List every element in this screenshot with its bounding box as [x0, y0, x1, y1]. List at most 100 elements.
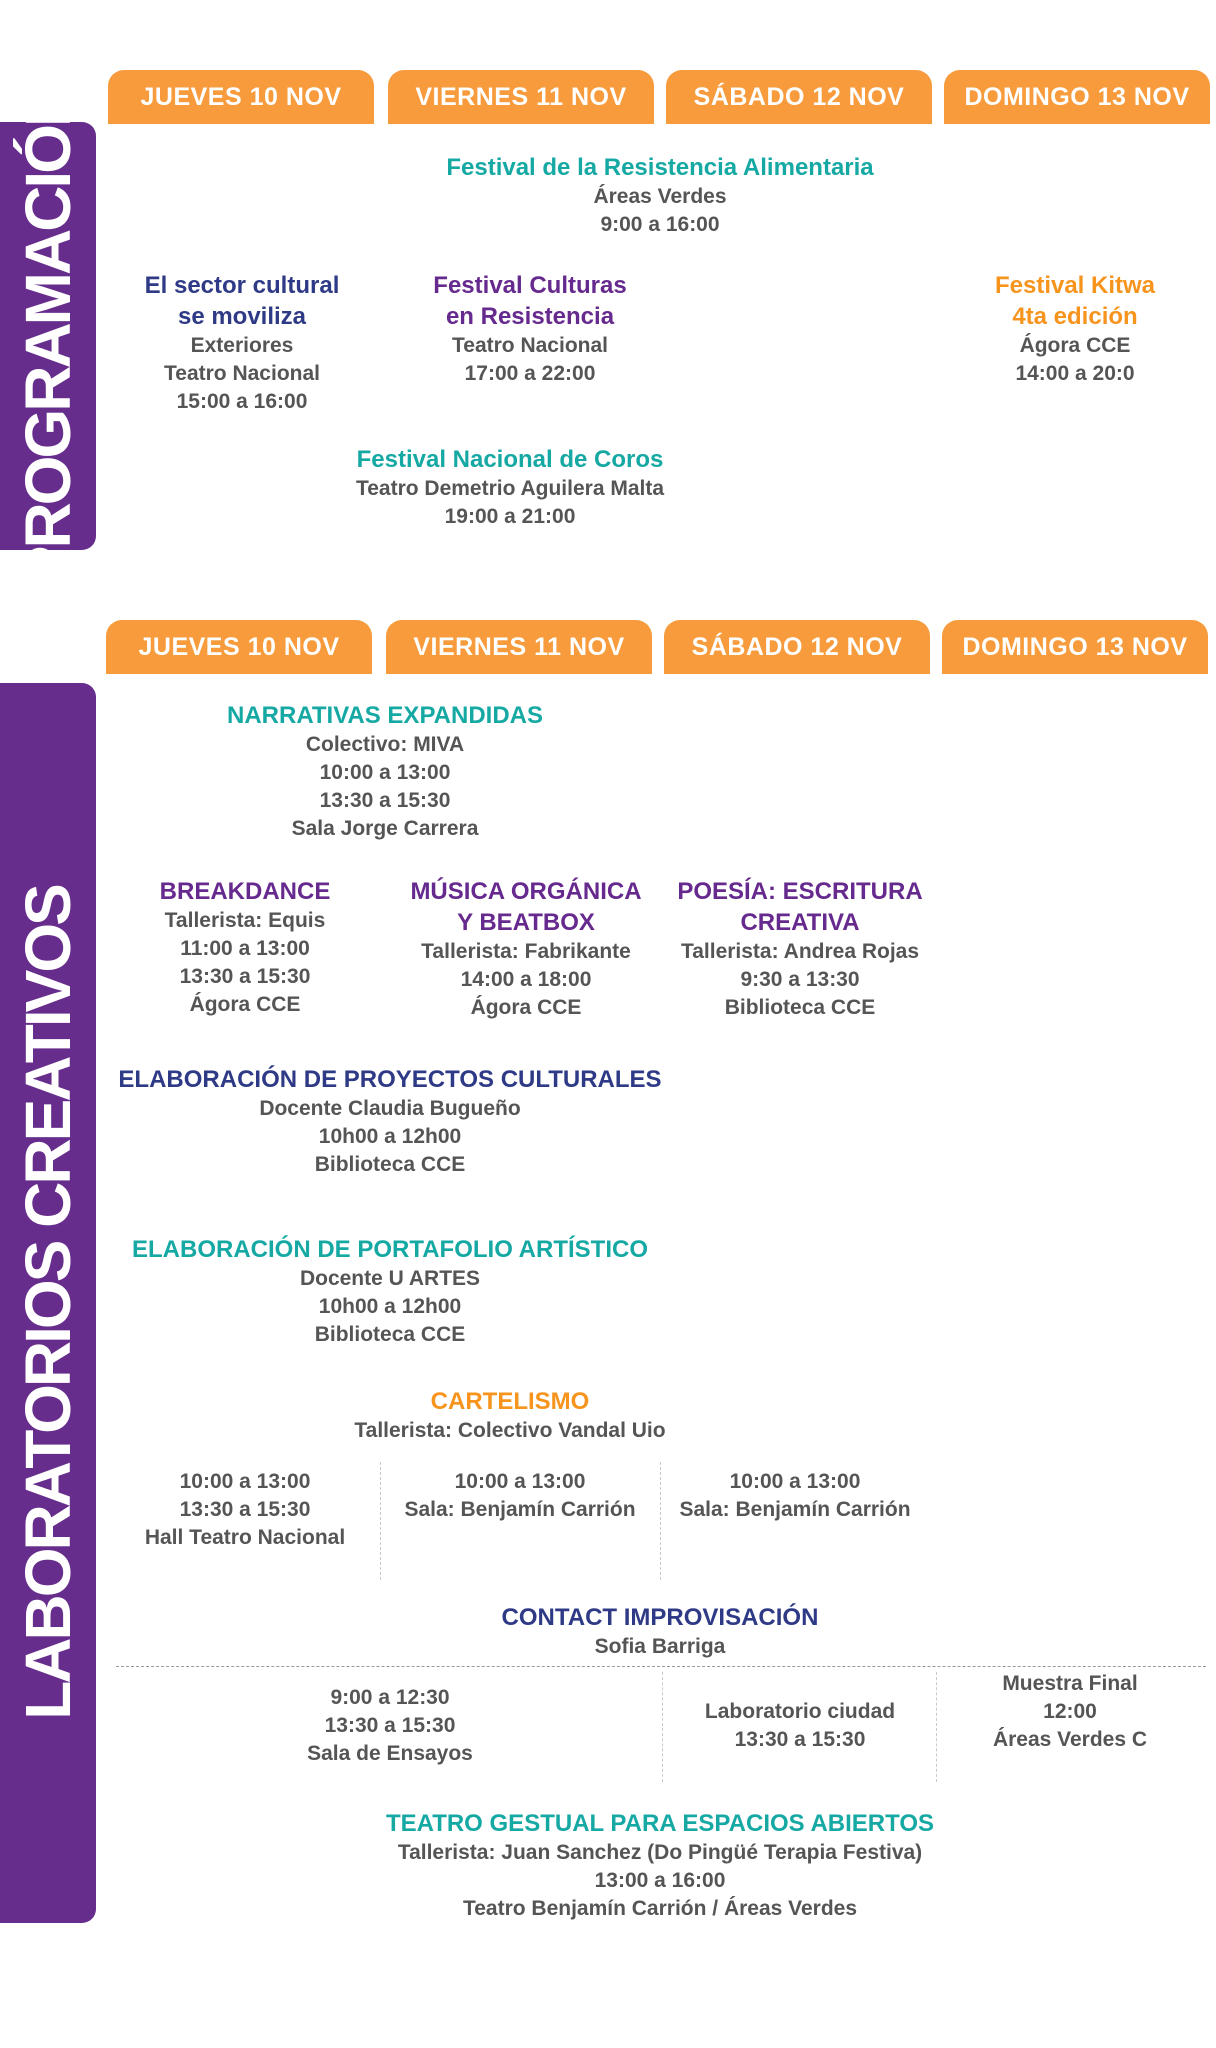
lab-line: Docente U ARTES — [299, 1267, 481, 1290]
lab-line: 10h00 a 12h00 — [318, 1295, 462, 1318]
event-title: Festival Kitwa — [994, 272, 1156, 299]
lab-musica-organica: MÚSICA ORGÁNICA Y BEATBOX Tallerista: Fa… — [386, 876, 666, 1022]
lab-title: ELABORACIÓN DE PROYECTOS CULTURALES — [118, 1066, 662, 1093]
lab-line: Sala Jorge Carrera — [291, 817, 479, 840]
day-header-saturday: SÁBADO 12 NOV — [666, 70, 932, 124]
day-header-thursday: JUEVES 10 NOV — [106, 620, 372, 674]
lab-line: 13:30 a 15:30 — [324, 1714, 456, 1737]
event-title: Festival Culturas — [433, 272, 627, 299]
lab-line: Tallerista: Juan Sanchez (Do Pingüé Tera… — [397, 1841, 923, 1864]
lab-contact: CONTACT IMPROVISACIÓN Sofia Barriga — [420, 1602, 900, 1661]
event-place: Teatro Demetrio Aguilera Malta — [355, 477, 665, 500]
lab-line: Tallerista: Equis — [164, 909, 326, 932]
lab-line: Tallerista: Andrea Rojas — [680, 940, 920, 963]
cartelismo-thursday: 10:00 a 13:00 13:30 a 15:30 Hall Teatro … — [120, 1468, 370, 1552]
event-time: 17:00 a 22:00 — [464, 362, 596, 385]
lab-title: TEATRO GESTUAL PARA ESPACIOS ABIERTOS — [385, 1810, 935, 1837]
day-header-sunday: DOMINGO 13 NOV — [944, 70, 1210, 124]
section-title-laboratorios: LABORATORIOS CREATIVOS — [12, 886, 84, 1720]
day-header-sunday: DOMINGO 13 NOV — [942, 620, 1208, 674]
divider — [660, 1462, 661, 1580]
event-kitwa: Festival Kitwa 4ta edición Ágora CCE 14:… — [960, 270, 1190, 388]
lab-line: 9:30 a 13:30 — [740, 968, 860, 991]
cartelismo-friday: 10:00 a 13:00 Sala: Benjamín Carrión — [390, 1468, 650, 1524]
lab-line: Laboratorio ciudad — [704, 1700, 896, 1723]
lab-line: 10h00 a 12h00 — [318, 1125, 462, 1148]
day-header-thursday: JUEVES 10 NOV — [108, 70, 374, 124]
divider — [380, 1462, 381, 1580]
event-sector-cultural: El sector cultural se moviliza Exteriore… — [120, 270, 364, 416]
lab-line: Biblioteca CCE — [724, 996, 876, 1019]
lab-line: 13:30 a 15:30 — [319, 789, 451, 812]
lab-cartelismo: CARTELISMO Tallerista: Colectivo Vandal … — [300, 1386, 720, 1445]
lab-line: 10:00 a 13:00 — [729, 1470, 861, 1493]
lab-line: 10:00 a 13:00 — [454, 1470, 586, 1493]
lab-line: Sala: Benjamín Carrión — [404, 1498, 636, 1521]
event-title: Festival de la Resistencia Alimentaria — [446, 154, 874, 181]
divider — [662, 1672, 663, 1782]
event-resistencia: Festival de la Resistencia Alimentaria Á… — [420, 152, 900, 239]
event-title: en Resistencia — [445, 303, 615, 330]
event-time: 15:00 a 16:00 — [176, 390, 308, 413]
sidebar-programacion: PROGRAMACIÓN — [0, 84, 96, 588]
lab-title: MÚSICA ORGÁNICA — [410, 878, 642, 905]
lab-line: Docente Claudia Bugueño — [259, 1097, 521, 1120]
lab-line: Tallerista: Colectivo Vandal Uio — [354, 1419, 666, 1442]
lab-line: 14:00 a 18:00 — [460, 968, 592, 991]
event-place: Ágora CCE — [1019, 334, 1131, 357]
lab-title: NARRATIVAS EXPANDIDAS — [226, 702, 544, 729]
lab-line: 12:00 — [1043, 1700, 1097, 1723]
lab-line: 10:00 a 13:00 — [179, 1470, 311, 1493]
lab-line: Ágora CCE — [470, 996, 582, 1019]
lab-portafolio: ELABORACIÓN DE PORTAFOLIO ARTÍSTICO Doce… — [110, 1234, 670, 1349]
lab-title: Y BEATBOX — [457, 909, 595, 936]
event-place: Áreas Verdes — [593, 185, 727, 208]
event-title: El sector cultural — [144, 272, 340, 299]
event-title: Festival Nacional de Coros — [356, 446, 664, 473]
event-place: Teatro Nacional — [164, 362, 320, 385]
lab-line: 13:00 a 16:00 — [594, 1869, 726, 1892]
day-header-friday: VIERNES 11 NOV — [386, 620, 652, 674]
day-header-saturday: SÁBADO 12 NOV — [664, 620, 930, 674]
lab-line: Sofia Barriga — [594, 1635, 726, 1658]
event-time: 9:00 a 16:00 — [600, 213, 720, 236]
sidebar-laboratorios: LABORATORIOS CREATIVOS — [0, 683, 96, 1923]
event-place: Exteriores — [190, 334, 294, 357]
day-header-friday: VIERNES 11 NOV — [388, 70, 654, 124]
lab-line: Biblioteca CCE — [314, 1153, 466, 1176]
cartelismo-saturday: 10:00 a 13:00 Sala: Benjamín Carrión — [670, 1468, 920, 1524]
divider — [936, 1672, 937, 1782]
lab-line: 9:00 a 12:30 — [330, 1686, 450, 1709]
lab-line: Hall Teatro Nacional — [144, 1526, 346, 1549]
lab-title: CARTELISMO — [430, 1388, 590, 1415]
divider — [116, 1666, 1206, 1667]
contact-saturday: Laboratorio ciudad 13:30 a 15:30 — [670, 1698, 930, 1754]
lab-title: BREAKDANCE — [159, 878, 331, 905]
lab-narrativas: NARRATIVAS EXPANDIDAS Colectivo: MIVA 10… — [200, 700, 570, 843]
lab-line: Sala de Ensayos — [307, 1742, 473, 1765]
lab-title: POESÍA: ESCRITURA — [677, 878, 923, 905]
lab-proyectos-culturales: ELABORACIÓN DE PROYECTOS CULTURALES Doce… — [110, 1064, 670, 1179]
event-place: Teatro Nacional — [452, 334, 608, 357]
lab-line: Biblioteca CCE — [314, 1323, 466, 1346]
lab-title: ELABORACIÓN DE PORTAFOLIO ARTÍSTICO — [132, 1236, 648, 1263]
lab-line: Áreas Verdes C — [992, 1728, 1148, 1751]
lab-line: Ágora CCE — [189, 993, 301, 1016]
section-title-programacion: PROGRAMACIÓN — [12, 83, 84, 589]
lab-title: CONTACT IMPROVISACIÓN — [501, 1604, 819, 1631]
lab-line: 13:30 a 15:30 — [179, 965, 311, 988]
lab-line: Sala: Benjamín Carrión — [679, 1498, 911, 1521]
event-title: se moviliza — [177, 303, 307, 330]
event-title: 4ta edición — [1012, 303, 1138, 330]
lab-line: Colectivo: MIVA — [305, 733, 465, 756]
lab-line: Tallerista: Fabrikante — [421, 940, 631, 963]
event-time: 14:00 a 20:0 — [1015, 362, 1135, 385]
lab-line: 13:30 a 15:30 — [179, 1498, 311, 1521]
contact-thu-fri: 9:00 a 12:30 13:30 a 15:30 Sala de Ensay… — [250, 1684, 530, 1768]
lab-poesia: POESÍA: ESCRITURA CREATIVA Tallerista: A… — [660, 876, 940, 1022]
lab-line: 10:00 a 13:00 — [319, 761, 451, 784]
lab-line: 13:30 a 15:30 — [734, 1728, 866, 1751]
lab-teatro-gestual: TEATRO GESTUAL PARA ESPACIOS ABIERTOS Ta… — [340, 1808, 980, 1923]
lab-line: 11:00 a 13:00 — [180, 937, 310, 960]
lab-breakdance: BREAKDANCE Tallerista: Equis 11:00 a 13:… — [120, 876, 370, 1019]
